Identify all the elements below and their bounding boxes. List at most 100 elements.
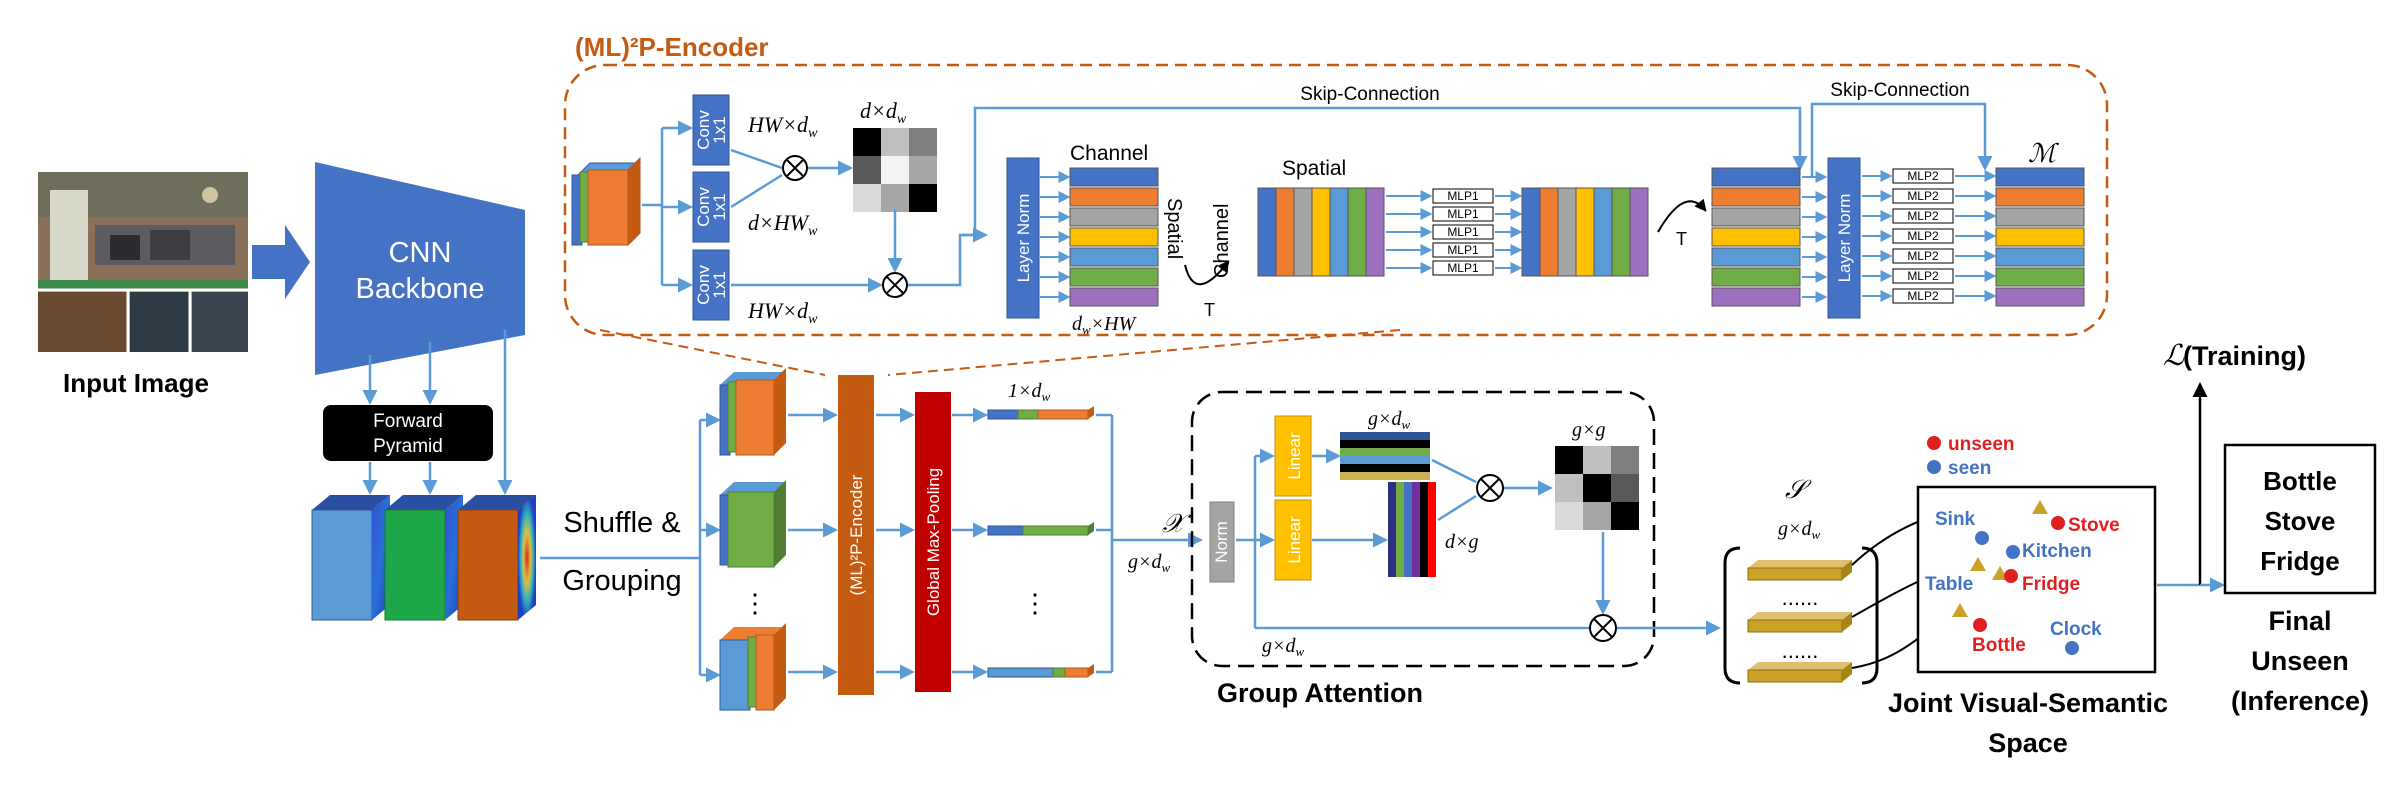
svg-text:⋮: ⋮	[1022, 588, 1048, 618]
small-encoder-bar: (ML)²P-Encoder	[838, 375, 874, 695]
group-attention-box: Group Attention	[1190, 390, 1656, 708]
svg-text:Backbone: Backbone	[356, 273, 485, 305]
word-sink: Sink	[1935, 509, 1976, 530]
svg-text:Unseen: Unseen	[2251, 646, 2349, 676]
svg-text:(Inference): (Inference)	[2231, 686, 2369, 716]
encoder-panel: (ML)²P-Encoder	[563, 32, 2109, 337]
svg-text:CNN: CNN	[389, 237, 452, 269]
output-item-1: Stove	[2265, 506, 2336, 536]
transpose-2: T	[1657, 198, 1707, 249]
conv-block-1	[692, 94, 730, 166]
svg-text:(ML)²P-Encoder: (ML)²P-Encoder	[847, 474, 866, 595]
forward-pyramid: Forward Pyramid	[323, 405, 493, 461]
svg-text:MLP2: MLP2	[1907, 269, 1939, 283]
linear-2: Linear	[1274, 499, 1312, 581]
word-table: Table	[1925, 574, 1973, 595]
svg-text:MLP2: MLP2	[1907, 189, 1939, 203]
layer-norm-1: Layer Norm	[1006, 157, 1040, 319]
svg-text:⋮: ⋮	[742, 588, 768, 618]
skip-connection-2: Skip-Connection	[1810, 80, 1993, 178]
svg-text:1×dw: 1×dw	[1008, 380, 1051, 404]
feature-maps	[311, 495, 536, 621]
svg-text:Pyramid: Pyramid	[373, 436, 443, 457]
word-fridge: Fridge	[2022, 574, 2080, 595]
conv-blocks: Conv 1x1 Conv 1x1 Conv 1x1	[642, 94, 730, 321]
group-cube-1	[719, 368, 786, 456]
svg-text:Conv: Conv	[694, 265, 713, 305]
transpose-1: Spatial Channel T	[1163, 198, 1233, 320]
dim-g-dw-x: g×dw	[1128, 551, 1171, 575]
svg-text:Conv: Conv	[694, 110, 713, 150]
input-arrow	[252, 225, 310, 299]
gg-matrix: g×g	[1555, 419, 1639, 530]
svg-text:Linear: Linear	[1285, 432, 1304, 480]
joint-legend: unseen seen	[1927, 434, 2015, 479]
svg-text:Norm: Norm	[1212, 521, 1231, 563]
input-image-label: Input Image	[63, 368, 209, 398]
svg-text:Global Max-Pooling: Global Max-Pooling	[924, 468, 943, 616]
dim-dw-dw: d×dw	[860, 98, 907, 127]
svg-text:Space: Space	[1988, 728, 2068, 758]
dim-hw-dw-1: HW×dw	[747, 112, 818, 141]
svg-text:Shuffle &: Shuffle &	[563, 507, 680, 539]
global-max-pooling: Global Max-Pooling	[915, 392, 951, 692]
svg-text:MLP1: MLP1	[1447, 225, 1479, 239]
svg-text:Channel: Channel	[1070, 142, 1148, 165]
shuffle-grouping: Shuffle & Grouping	[540, 412, 721, 683]
training-loss: ℒ (Training)	[2163, 340, 2306, 372]
svg-text:Skip-Connection: Skip-Connection	[1830, 80, 1969, 101]
svg-text:......: ......	[1782, 638, 1819, 663]
query-matrix: g×dw	[1340, 408, 1430, 480]
svg-text:Final: Final	[2268, 606, 2331, 636]
svg-text:g×dw: g×dw	[1368, 408, 1411, 432]
word-clock: Clock	[2050, 619, 2102, 640]
svg-text:Spatial: Spatial	[1282, 157, 1346, 180]
affinity-matrix	[853, 128, 937, 222]
svg-text:Channel: Channel	[1211, 203, 1233, 278]
svg-text:T: T	[1204, 300, 1215, 320]
norm-block: Norm	[1209, 501, 1235, 583]
cnn-backbone: CNN Backbone	[315, 162, 525, 375]
svg-text:Layer Norm: Layer Norm	[1014, 194, 1033, 283]
svg-text:d×g: d×g	[1445, 531, 1479, 553]
word-stove: Stove	[2068, 515, 2120, 536]
ln1-to-channel-arrows	[1040, 171, 1071, 303]
spatial-stack-2	[1521, 187, 1649, 277]
dim-dw-hw-2: dw×HW	[1072, 313, 1138, 337]
svg-text:Grouping: Grouping	[562, 565, 681, 597]
word-kitchen: Kitchen	[2022, 541, 2092, 562]
svg-text:1x1: 1x1	[710, 193, 729, 220]
svg-text:Layer Norm: Layer Norm	[1835, 194, 1854, 283]
dim-g-dw-skip: g×dw	[1262, 635, 1305, 659]
channel-stack-2	[1711, 167, 1801, 307]
semantic-s-block: 𝒮 g×dw ...... ......	[1723, 475, 1879, 685]
svg-text:T: T	[1676, 229, 1687, 249]
svg-text:(Training): (Training)	[2183, 341, 2306, 371]
output-m-stack: ℳ	[1995, 139, 2085, 307]
dim-dw-hw-1: d×HWw	[748, 210, 818, 239]
encoder-input-cube	[571, 156, 642, 247]
svg-text:MLP1: MLP1	[1447, 261, 1479, 275]
output-item-2: Fridge	[2260, 546, 2339, 576]
dim-hw-dw-2: HW×dw	[747, 298, 818, 327]
svg-text:......: ......	[1782, 585, 1819, 610]
attention-map-path: HW×dw d×HWw d×dw HW×dw	[730, 98, 988, 327]
group-cube-2	[719, 480, 786, 568]
svg-text:1x1: 1x1	[710, 116, 729, 143]
svg-text:MLP1: MLP1	[1447, 243, 1479, 257]
svg-text:ℳ: ℳ	[2028, 139, 2059, 168]
svg-text:MLP1: MLP1	[1447, 207, 1479, 221]
skip-connection-1: Skip-Connection	[960, 84, 1808, 237]
mlp2-blocks: MLP2 MLP2 MLP2 MLP2 MLP2 MLP2 MLP2	[1862, 168, 1997, 304]
svg-text:Conv: Conv	[694, 187, 713, 227]
svg-text:Skip-Connection: Skip-Connection	[1300, 84, 1439, 105]
linear-1: Linear	[1274, 415, 1312, 497]
group-cube-3	[719, 623, 786, 711]
conv-block-2	[692, 171, 730, 243]
pooled-vectors: 1×dw ⋮	[987, 380, 1094, 678]
svg-text:MLP2: MLP2	[1907, 289, 1939, 303]
output-item-0: Bottle	[2263, 466, 2337, 496]
output-caption: Final Unseen (Inference)	[2231, 606, 2369, 716]
svg-text:Spatial: Spatial	[1163, 198, 1185, 259]
